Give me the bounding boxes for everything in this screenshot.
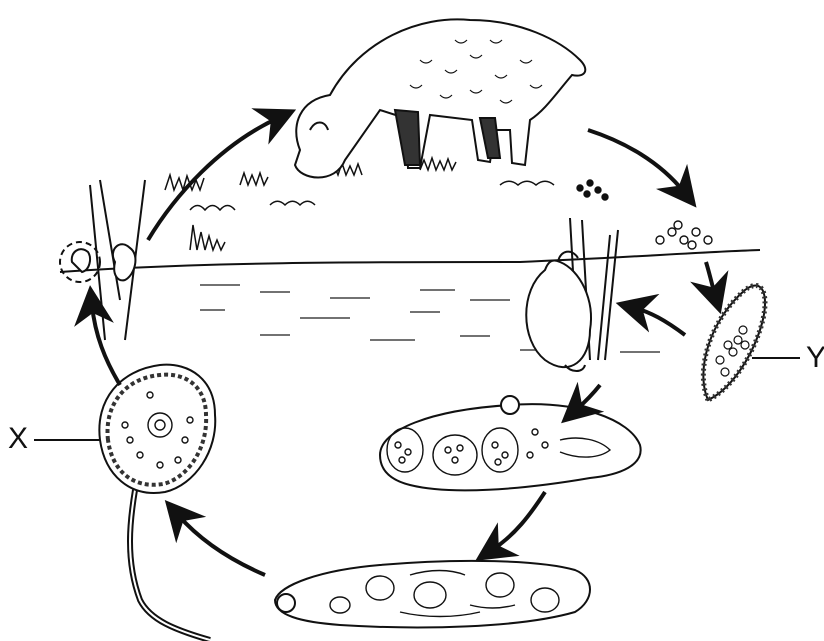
cycle-arrows [92,118,715,575]
metacercaria-icon [60,180,145,340]
label-x: X [8,424,28,454]
arrow-snail-to-sporocyst [576,385,600,410]
egg-cluster-icon [577,180,712,249]
miracidium-icon [703,286,765,400]
cercaria-icon [99,365,215,640]
arrow-sheep-to-eggs [588,130,684,192]
sheep-icon [295,19,585,177]
arrow-cercaria-to-metacercaria [92,305,120,385]
arrow-sporocyst-to-redia [492,492,545,550]
redia-icon [275,561,590,628]
arrow-redia-to-cercaria [178,515,265,575]
sporocyst-icon [380,396,641,490]
snail-icon [526,218,618,371]
ground-line [60,250,760,272]
label-y: Y [806,343,824,373]
arrow-miracidium-to-snail [635,308,685,335]
grass-tufts [165,158,554,250]
arrow-eggs-to-miracidium [706,262,715,295]
